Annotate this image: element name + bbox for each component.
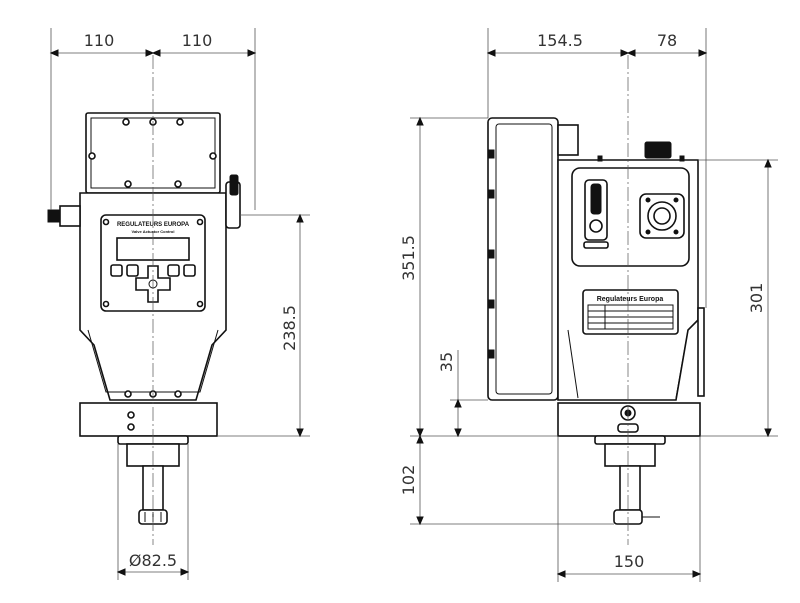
front-right-handle-grip — [229, 174, 239, 196]
dim-side-offset: 35 — [437, 352, 456, 372]
side-shaft — [619, 465, 641, 511]
front-panel-brand: REGULATEURS EUROPA — [117, 222, 190, 228]
dim-front-height: 238.5 — [280, 305, 299, 351]
keypad-button — [183, 264, 196, 277]
keypad-button — [126, 264, 139, 277]
front-base-block — [79, 402, 218, 437]
side-top-knob — [644, 141, 672, 159]
front-view: REGULATEURS EUROPA Valve Actuator Contro… — [47, 55, 241, 545]
side-handle-lock — [589, 219, 603, 233]
side-view: Regulateurs Europa — [487, 55, 705, 545]
side-rear-box-inner — [495, 123, 553, 395]
front-screws — [88, 118, 217, 398]
front-left-gland-nut — [47, 209, 61, 223]
side-shaft-housing — [604, 443, 656, 467]
dim-side-body-height: 301 — [747, 283, 766, 314]
dim-side-front: 78 — [657, 31, 677, 50]
dim-side-shaft-length: 102 — [399, 465, 418, 496]
dim-front-right-half: 110 — [182, 31, 213, 50]
keypad-button — [110, 264, 123, 277]
front-left-gland — [59, 205, 81, 227]
side-handle-lever — [590, 183, 602, 215]
side-gland-top — [557, 124, 579, 156]
dim-front-diameter: Ø82.5 — [129, 551, 177, 570]
dim-side-total-height: 351.5 — [399, 235, 418, 281]
dim-side-back: 154.5 — [537, 31, 583, 50]
side-flange — [594, 435, 666, 445]
side-rod — [697, 307, 705, 397]
side-rear-box — [487, 117, 559, 401]
front-dimensions: 110 110 238.5 Ø82.5 — [49, 28, 310, 580]
dim-front-left-half: 110 — [84, 31, 115, 50]
side-dimensions: 154.5 78 351.5 35 102 301 150 — [399, 28, 778, 582]
dim-side-base-width: 150 — [614, 552, 645, 571]
side-nameplate-brand: Regulateurs Europa — [597, 296, 664, 303]
keypad-button — [167, 264, 180, 277]
